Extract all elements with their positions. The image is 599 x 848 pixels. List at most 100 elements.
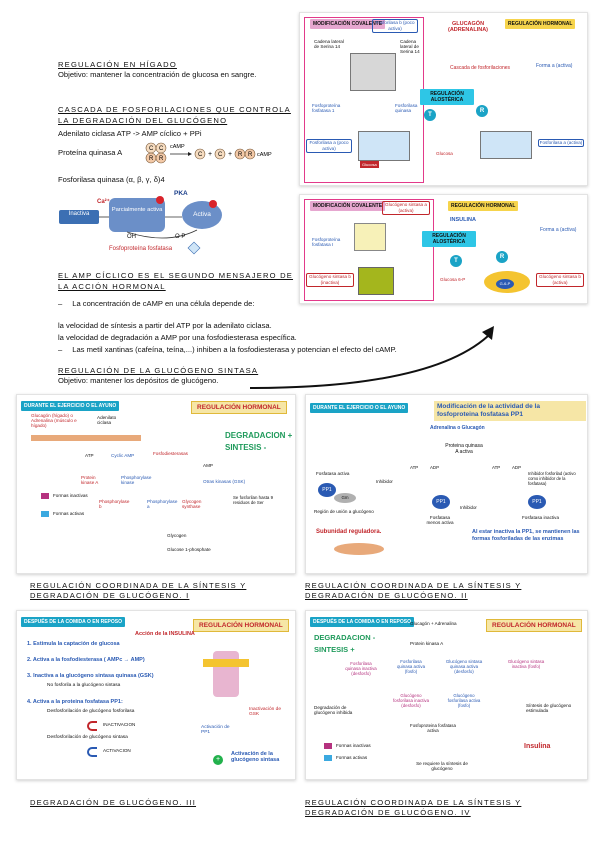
activacion-glucogeno-sintasa: Activación de la glucógeno sintasa [231,751,280,763]
svg-text:C: C [159,146,164,152]
pka-label: PKA [174,190,188,197]
forma-a-label-2: Forma a (activa) [540,227,577,233]
diagram-fosforilasa-regulacion: MODIFICACIÓN COVALENTE Fosforilasa b (po… [299,12,588,186]
pp1-shape-3: PP1 [528,495,546,509]
glucosa-tag: Glucosa [360,161,379,168]
inhibidor-2: Inhibidor [460,505,477,510]
legend-swatch-active-4 [324,755,332,761]
camp-label-1: cAMP [170,144,185,150]
phosphorylase-b: Phosphorylase b [99,499,130,509]
gsk-label: Otras kinasas (GSK) [203,479,246,484]
diagram-coordinada-ii: DURANTE EL EJERCICIO O EL AYUNO Modifica… [305,394,588,574]
svg-text:R: R [238,152,243,158]
text-adenilato-ciclasa: Adenilato ciclasa ATP -> AMP cíclico + P… [58,129,202,138]
gs-b-inactiva-box: Glucógeno sintasa b (inactiva) [306,273,354,287]
diagram-degradacion-iii: DESPUÉS DE LA COMIDA O EN REPOSO REGULAC… [16,610,296,780]
g6p-label: Glucosa 6-P [440,277,466,282]
sintesis-estimulada: Síntesis de glucógeno estimulada [526,703,572,713]
tag-comida-reposo-1: DESPUÉS DE LA COMIDA O EN REPOSO [21,617,125,627]
activa-ellipse [182,201,222,229]
diagram-coordinada-iv: DESPUÉS DE LA COMIDA O EN REPOSO REGULAC… [305,610,588,780]
fosfatasa-activa: Fosfatasa activa [316,471,350,476]
fosforilasa-quinasa-diagram: Inactiva Ca²⁺ Parcialmente activa PKA Ac… [57,190,237,258]
pka-label-card1: Protein kinase A [81,475,99,485]
activacion-icon [87,747,97,757]
tag-reghorm-card1: REGULACIÓN HORMONAL [191,401,287,414]
legend-active-4: Formas activas [336,755,368,760]
subunit-c-1 [194,148,206,160]
membrane-bar [31,435,141,441]
heading-regulacion-higado: REGULACIÓN EN HÍGADO [58,60,177,69]
step-3: 3. Inactiva a la glucógeno sintasa quina… [27,673,154,679]
svg-text:+: + [208,151,212,158]
text-proteina-quinasa-a: Proteína quinasa A [58,148,123,157]
fosforilasa-a-shape [358,131,410,161]
subunit-c-2 [214,148,226,160]
svg-text:C: C [149,146,154,152]
fpf1-label: Fosfoproteína fosfatasa 1 [312,103,341,113]
step-4b: Desfosforilación de glucógeno sintasa [47,735,128,740]
step-1: 1. Estimula la captación de glucosa [27,641,120,647]
text-velocidad-sintesis: la velocidad de síntesis a partir del AT… [58,321,272,330]
glucagon-adrenalina-2: Glucagón + Adrenalina [410,621,457,626]
curved-arrow [249,326,494,389]
oh-label: OH [127,234,136,240]
inactivacion-label: INACTIVACION [103,722,136,727]
degradacion-plus: DEGRADACION + [225,431,293,440]
fosfatasa-inactiva: Fosfatasa inactiva [522,515,560,520]
subunit-r-2 [244,148,256,160]
caption-degradacion-iii: DEGRADACIÓN DE GLUCÓGENO. III [30,798,197,807]
pp1-shape-2: PP1 [432,495,450,509]
tag-reghorm-card4: REGULACIÓN HORMONAL [486,619,582,632]
fq-inactiva: Fosforilasa quinasa inactiva (desfosfo) [345,661,377,676]
inactivacion-gsk: Inactivación de GSK [249,707,281,717]
subunidad-reguladora: Subunidad reguladora. [316,529,382,535]
text-objetivo-glucosa: Objetivo: mantener la concentración de g… [58,70,257,79]
regulatory-subunit-shape [334,543,384,555]
sintesis-minus: SINTESIS - [225,443,267,452]
glucosa-label: Glucosa [436,151,453,156]
inactivacion-note: Se fosforilan hasta 9 residuos de Ser [233,495,274,505]
activacion-pp1: Activación de PP1 [201,725,230,735]
svg-text:R: R [149,156,154,162]
plus-icon: + [213,755,223,765]
svg-text:R: R [248,152,253,158]
accion-insulina: Acción de la INSULINA [135,631,195,637]
adp-1: ADP [430,465,440,470]
tag-reghorm-card3: REGULACIÓN HORMONAL [193,619,289,632]
text-objetivo-depositos: Objetivo: mantener los depósitos de gluc… [58,376,219,385]
glucose-1p-label: Glucose 1-phosphate [167,547,211,552]
caption-coordinada-i: REGULACIÓN COORDINADA DE LA SÍNTESIS Y D… [30,581,247,600]
dephosphorylation-arrow [126,229,198,239]
pka-activa: Proteina quinasa A activa [445,443,483,455]
forma-a-label: Forma a (activa) [536,63,573,69]
adp-2: ADP [512,465,522,470]
degradacion-inhibida: Degradación de glucógeno inhibida [314,705,353,715]
inhibidor-1: Inhibidor [376,479,393,484]
gs-a-shape [354,223,386,251]
bullet-concentracion: –La concentración de cAMP en una célula … [58,299,255,308]
gsq-activa: Glucógeno sintasa quinasa activa (desfos… [445,659,483,674]
fosforilasa-a-poco-box: Fosforilasa a (poco activa) [306,139,352,153]
se-requiere-sintesis: Se requiere la síntesis de glucógeno [416,761,468,771]
activa-label: Activa [193,211,211,218]
heading-glucogeno-sintasa: REGULACIÓN DE LA GLUCÓGENO SINTASA [58,366,259,375]
inactivacion-icon [87,721,97,731]
camp-label: Cyclic AMP [111,453,135,458]
heading-amp-ciclico: EL AMP CÍCLICO ES EL SEGUNDO MENSAJERO D… [58,271,294,291]
note-pp1-inactiva: Al estar inactiva la PP1, se mantienen l… [472,529,580,542]
fosfatasa-menos-activa: Fosfatasa menos activa [426,515,454,525]
region-union: Región de unión a glucógeno [314,509,374,514]
svg-text:R: R [159,156,164,162]
r-state-icon: R [476,105,488,117]
phosphate-diamond [187,241,201,255]
atp-label: ATP [85,453,94,458]
protein-kinasa-a: Protein kinasa A [410,641,444,646]
caption-coordinada-iv: REGULACIÓN COORDINADA DE LA SÍNTESIS Y D… [305,798,522,817]
cadena-lateral-1: Cadena lateral de Serina 14 [314,39,344,49]
op-label: O P [175,234,186,240]
heading-cascada: CASCADA DE FOSFORILACIONES QUE CONTROLA … [58,105,291,125]
inactiva-box [59,210,99,224]
insulin-receptor-shape [213,651,239,697]
